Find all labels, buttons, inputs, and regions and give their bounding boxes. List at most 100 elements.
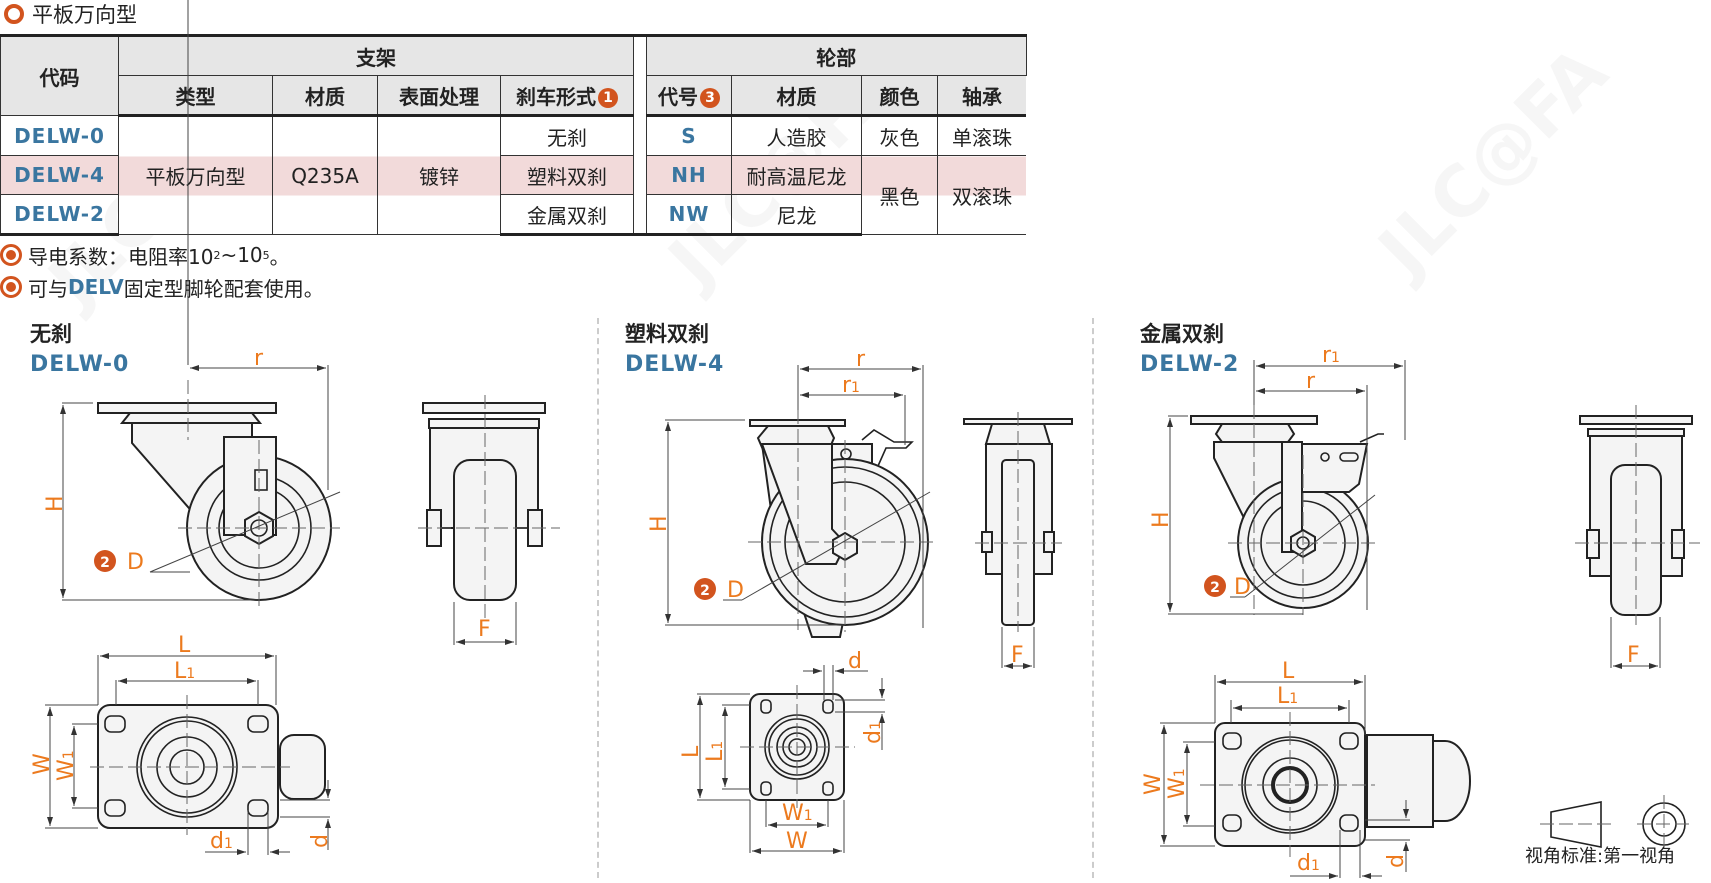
caster-front-view-delw4 xyxy=(963,412,1073,632)
bullet-icon xyxy=(0,276,22,298)
header-surface: 表面处理 xyxy=(377,75,501,117)
dim-D: D xyxy=(1234,575,1251,600)
dim-L1: L1 xyxy=(1277,684,1298,709)
projection-symbol xyxy=(1540,795,1692,852)
dim-L1: L1 xyxy=(703,741,728,762)
badge-2 xyxy=(694,578,716,600)
caster-top-view-delw0 xyxy=(90,695,326,835)
cell-color: 黑色 xyxy=(861,155,938,235)
dim-r1: r1 xyxy=(842,373,860,398)
dim-r: r xyxy=(1306,369,1316,394)
cell-wheel-material: 耐高温尼龙 xyxy=(731,155,862,195)
caster-front-view-delw0 xyxy=(418,395,560,620)
header-type: 类型 xyxy=(118,75,273,117)
cell-brake: 无刹 xyxy=(500,115,634,156)
dim-F: F xyxy=(478,617,491,642)
table-row: DELW-4 塑料双刹 NH 耐高温尼龙 黑色 双滚珠 xyxy=(0,155,1026,235)
cell-bearing: 单滚珠 xyxy=(937,115,1026,156)
caster-side-view-delw4 xyxy=(748,410,935,638)
badge-1: 1 xyxy=(598,88,618,108)
section-code: DELW-0 xyxy=(30,352,130,377)
badge-2 xyxy=(94,550,116,572)
section-title: 塑料双刹 xyxy=(625,322,709,346)
row-code: DELW-4 xyxy=(0,155,119,195)
cell-wheel-code: NW xyxy=(646,194,732,236)
section-divider xyxy=(1092,318,1094,878)
bullet-icon xyxy=(0,244,22,266)
dim-L: L xyxy=(178,633,191,658)
dim-W: W xyxy=(786,829,808,854)
dim-d: d xyxy=(308,834,333,848)
page-title: 平板万向型 xyxy=(4,0,137,28)
cell-wheel-code: S xyxy=(646,115,732,156)
circle-icon xyxy=(4,4,24,24)
dim-F: F xyxy=(1011,643,1024,668)
svg-text:2: 2 xyxy=(700,583,710,599)
header-wheel: 轮部 xyxy=(646,34,1027,76)
dim-d: d xyxy=(848,649,862,674)
dim-W1: W1 xyxy=(54,750,79,781)
dim-W: W xyxy=(1141,773,1166,795)
badge-3: 3 xyxy=(700,88,720,108)
cell-surface: 镀锌 xyxy=(377,115,501,235)
dim-d: d xyxy=(1384,854,1409,868)
table-row: DELW-2 金属双刹 NW 尼龙 xyxy=(0,194,1027,236)
dim-F: F xyxy=(1627,643,1640,668)
header-bracket: 支架 xyxy=(118,34,634,76)
dim-L: L xyxy=(679,745,704,758)
dim-H: H xyxy=(43,495,68,512)
header-code: 代码 xyxy=(0,34,119,116)
caster-top-view-delw4 xyxy=(740,685,855,808)
cell-bearing: 双滚珠 xyxy=(937,155,1026,235)
dim-D: D xyxy=(727,578,744,603)
caster-front-view-delw2 xyxy=(1575,405,1700,625)
cell-color: 灰色 xyxy=(861,115,938,156)
cell-type: 平板万向型 xyxy=(118,115,273,235)
section-code: DELW-4 xyxy=(625,352,725,377)
row-code: DELW-2 xyxy=(0,194,119,236)
section-title: 无刹 xyxy=(30,322,72,346)
section-divider xyxy=(597,318,599,878)
dim-d1: d1 xyxy=(1297,851,1320,876)
delv-link: DELV xyxy=(68,275,124,299)
dim-W: W xyxy=(30,753,55,775)
dim-r: r xyxy=(856,347,866,372)
section-code: DELW-2 xyxy=(1140,352,1240,377)
header-color: 颜色 xyxy=(861,75,938,117)
dim-W1: W1 xyxy=(1165,768,1190,799)
page-title-text: 平板万向型 xyxy=(32,3,137,27)
projection-label: 视角标准:第一视角 xyxy=(1525,846,1676,867)
cell-wheel-material: 人造胶 xyxy=(731,115,862,156)
dim-H: H xyxy=(1149,511,1174,528)
cell-wheel-material: 尼龙 xyxy=(731,194,862,236)
header-wheel-material: 材质 xyxy=(731,75,862,117)
dim-d1: d1 xyxy=(861,721,886,744)
dim-H: H xyxy=(647,515,672,532)
header-material: 材质 xyxy=(272,75,378,117)
cell-material: Q235A xyxy=(272,115,378,235)
dim-r: r xyxy=(254,346,264,371)
dim-D: D xyxy=(127,550,144,575)
dim-L1: L1 xyxy=(174,659,195,684)
dim-r1: r1 xyxy=(1322,343,1340,368)
header-bearing: 轴承 xyxy=(937,75,1026,117)
dim-W1: W1 xyxy=(782,801,813,826)
cell-brake: 塑料双刹 xyxy=(500,155,634,195)
dim-L: L xyxy=(1282,659,1295,684)
badge-2 xyxy=(1204,575,1226,597)
row-code: DELW-0 xyxy=(0,115,119,156)
table-row: DELW-0 平板万向型 Q235A 镀锌 无刹 S 人造胶 灰色 单滚珠 xyxy=(0,115,1026,235)
svg-text:2: 2 xyxy=(1210,580,1220,596)
caster-side-view-delw2 xyxy=(1190,405,1384,615)
cell-brake: 金属双刹 xyxy=(500,194,634,236)
caster-top-view-delw2 xyxy=(1200,712,1471,857)
table-gap xyxy=(633,34,647,236)
cell-wheel-code: NH xyxy=(646,155,732,195)
caster-side-view-delw0 xyxy=(97,380,340,610)
